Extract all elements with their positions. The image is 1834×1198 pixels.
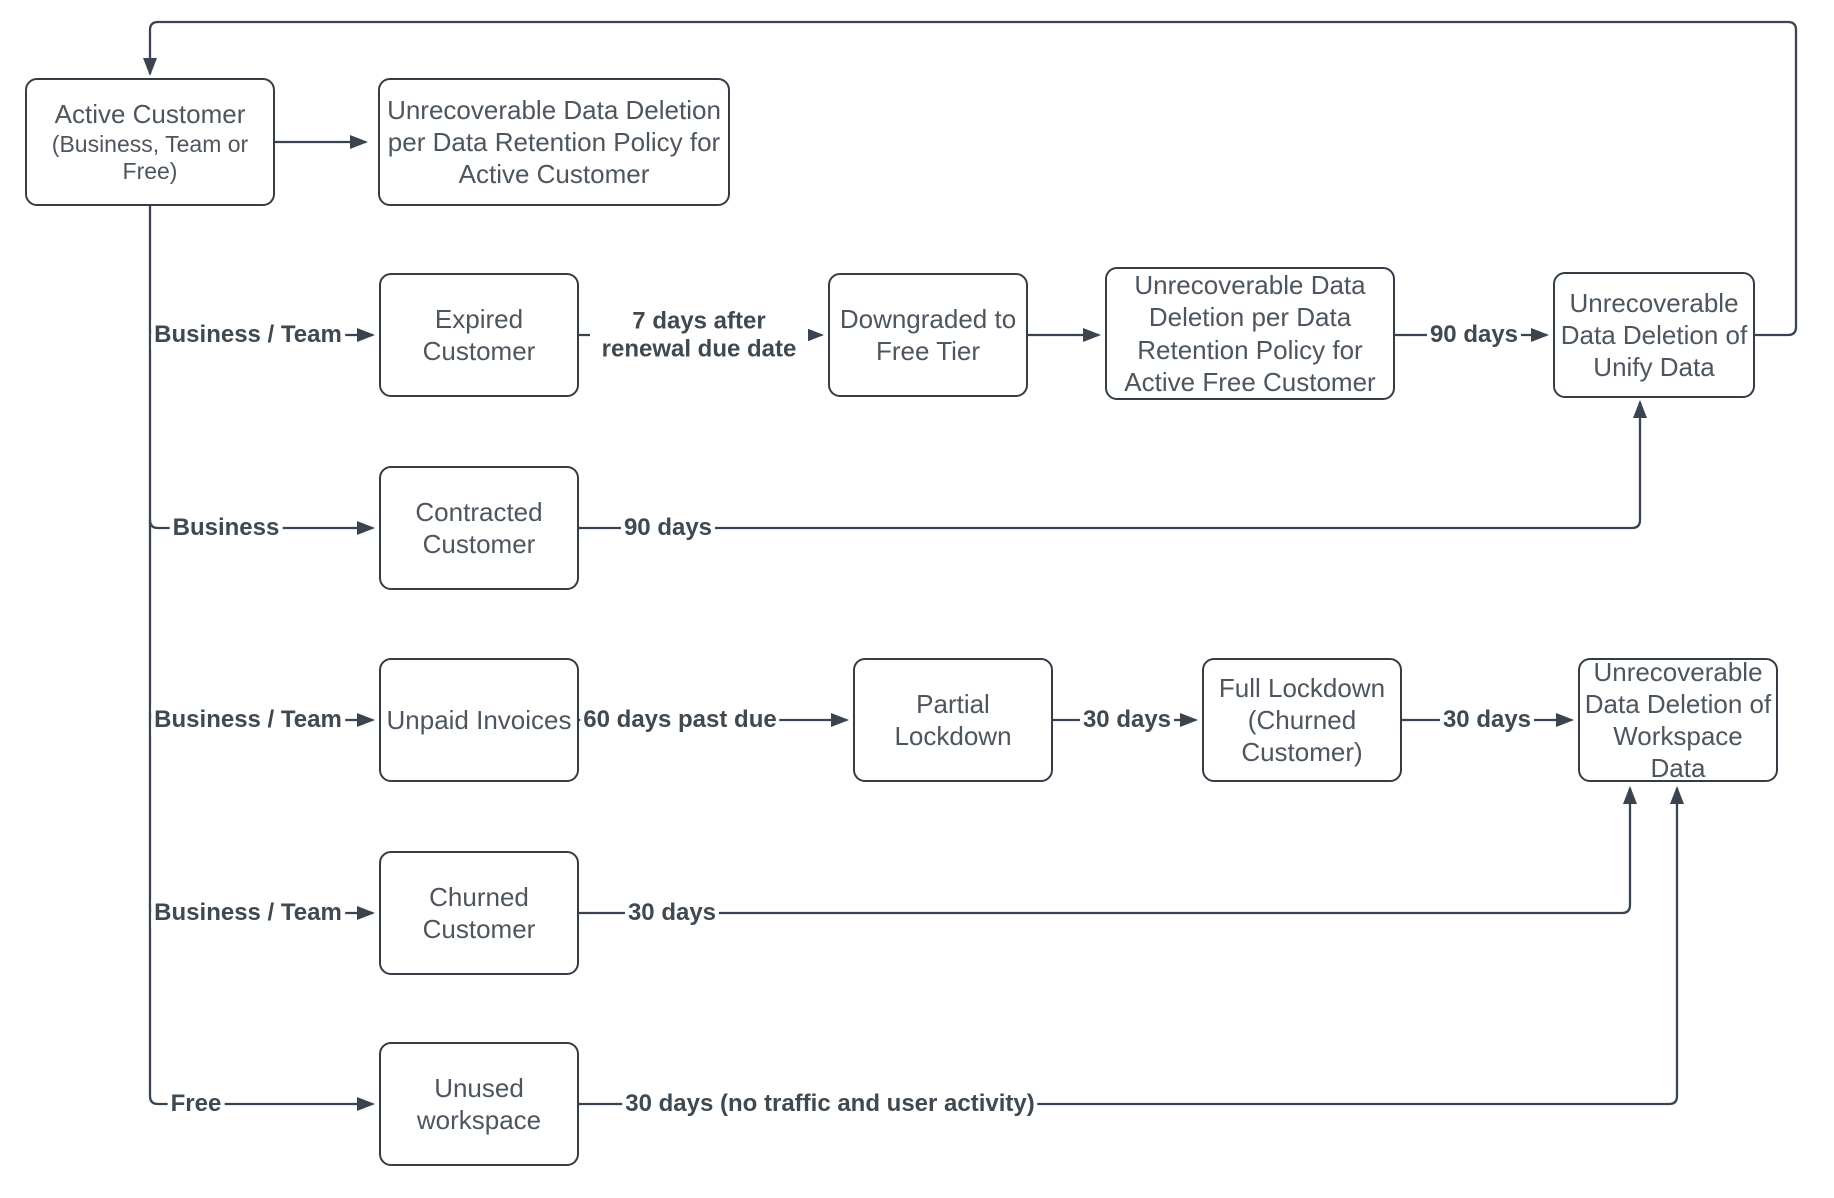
node-deletion-unify-data: Unrecoverable Data Deletion of Unify Dat… bbox=[1553, 272, 1755, 398]
node-partial-lockdown-label: Partial Lockdown bbox=[894, 688, 1012, 751]
node-unused-workspace-label: Unused workspace bbox=[416, 1072, 542, 1135]
node-expired-customer: Expired Customer bbox=[379, 273, 579, 397]
node-active-customer-title: Active Customer bbox=[54, 99, 246, 130]
edge-label-7-days-after-renewal: 7 days after renewal due date bbox=[590, 306, 808, 364]
node-deletion-active-free-customer: Unrecoverable Data Deletion per Data Ret… bbox=[1105, 267, 1395, 400]
node-contracted-customer-label: Contracted Customer bbox=[415, 496, 543, 559]
edge-label-90-days-contracted: 90 days bbox=[620, 513, 716, 543]
node-deletion-active-customer: Unrecoverable Data Deletion per Data Ret… bbox=[378, 78, 730, 206]
node-deletion-workspace-data: Unrecoverable Data Deletion of Workspace… bbox=[1578, 656, 1778, 784]
node-contracted-customer: Contracted Customer bbox=[379, 466, 579, 590]
node-churned-customer-label: Churned Customer bbox=[422, 881, 536, 944]
node-expired-customer-label: Expired Customer bbox=[422, 303, 536, 366]
edge-label-business-contracted: Business bbox=[169, 513, 283, 543]
node-deletion-active-free-customer-label: Unrecoverable Data Deletion per Data Ret… bbox=[1124, 270, 1376, 397]
edge-churned-to-workspace bbox=[579, 786, 1637, 915]
edge-label-free-unused: Free bbox=[167, 1089, 225, 1119]
edge-label-business-team-churned: Business / Team bbox=[151, 898, 345, 928]
edge-label-30-days-churned: 30 days bbox=[624, 898, 720, 928]
edge-label-business-team-expired: Business / Team bbox=[151, 320, 345, 350]
node-unused-workspace: Unused workspace bbox=[379, 1042, 579, 1166]
edge-label-90-days-free: 90 days bbox=[1426, 320, 1522, 350]
edge-label-30-days-partial-full: 30 days bbox=[1079, 705, 1175, 735]
edge-unused-to-workspace bbox=[579, 786, 1684, 1106]
node-active-customer: Active Customer (Business, Team or Free) bbox=[25, 78, 275, 206]
node-downgraded-free-tier-label: Downgraded to Free Tier bbox=[839, 303, 1017, 366]
node-unpaid-invoices-label: Unpaid Invoices bbox=[386, 704, 572, 735]
node-unpaid-invoices: Unpaid Invoices bbox=[379, 658, 579, 782]
node-full-lockdown: Full Lockdown (Churned Customer) bbox=[1202, 658, 1402, 782]
node-downgraded-free-tier: Downgraded to Free Tier bbox=[828, 273, 1028, 397]
edge-label-business-team-unpaid: Business / Team bbox=[151, 705, 345, 735]
node-full-lockdown-label: Full Lockdown (Churned Customer) bbox=[1218, 672, 1386, 768]
node-active-customer-subtitle: (Business, Team or Free) bbox=[51, 130, 249, 185]
edge-label-30-days-full-workspace: 30 days bbox=[1439, 705, 1535, 735]
node-deletion-active-customer-label: Unrecoverable Data Deletion per Data Ret… bbox=[387, 94, 721, 190]
node-deletion-unify-data-label: Unrecoverable Data Deletion of Unify Dat… bbox=[1560, 287, 1748, 383]
edge-branch-contracted bbox=[148, 519, 375, 535]
node-partial-lockdown: Partial Lockdown bbox=[853, 658, 1053, 782]
edge-trunk-free-branch bbox=[148, 206, 375, 1111]
edge-contracted-to-unify bbox=[579, 400, 1647, 530]
node-churned-customer: Churned Customer bbox=[379, 851, 579, 975]
edge-label-30-days-no-traffic: 30 days (no traffic and user activity) bbox=[622, 1089, 1038, 1119]
node-deletion-workspace-data-label: Unrecoverable Data Deletion of Workspace… bbox=[1584, 656, 1772, 784]
edge-unify-to-active-loop bbox=[143, 20, 1798, 337]
edge-label-60-days-past-due: 60 days past due bbox=[580, 705, 780, 735]
